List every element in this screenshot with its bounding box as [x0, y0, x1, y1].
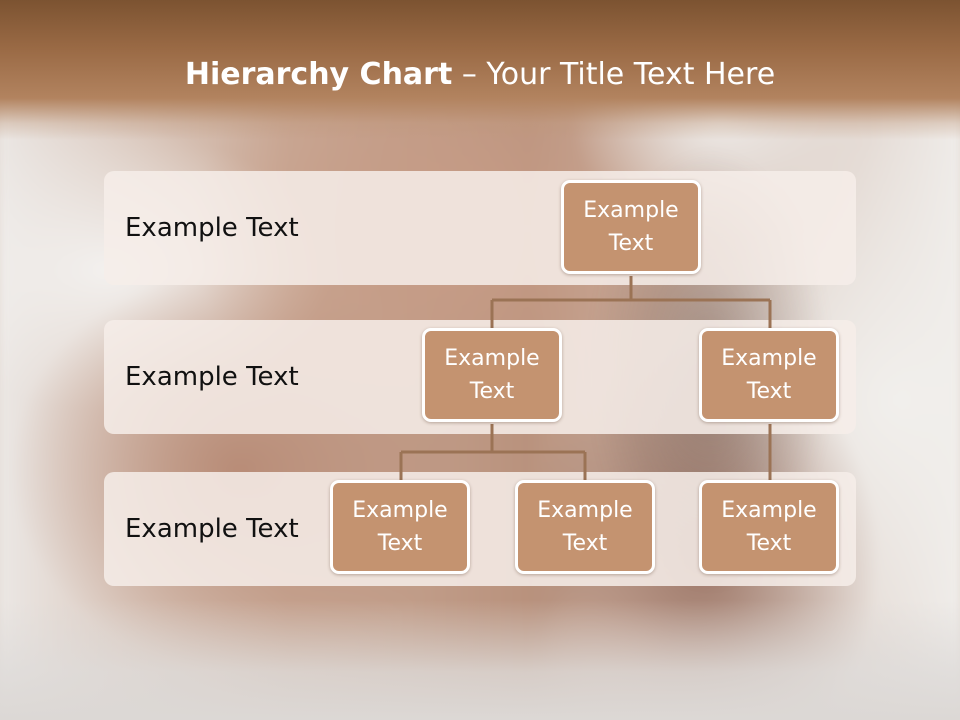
node-root[interactable]: Example Text [561, 180, 701, 274]
title-rest-part: – Your Title Text Here [452, 57, 776, 92]
level-label-3[interactable]: Example Text [125, 514, 299, 544]
level-label-2[interactable]: Example Text [125, 362, 299, 392]
node-level3-middle-text: Example Text [537, 498, 633, 556]
node-level3-middle[interactable]: Example Text [515, 480, 655, 574]
title-bold-part: Hierarchy Chart [184, 57, 453, 92]
level-label-1[interactable]: Example Text [125, 213, 299, 243]
title-band [0, 0, 960, 140]
node-level3-right-text: Example Text [721, 498, 817, 556]
node-root-text: Example Text [583, 198, 679, 256]
background-towel [0, 600, 960, 720]
node-level2-left[interactable]: Example Text [422, 328, 562, 422]
node-level3-right[interactable]: Example Text [699, 480, 839, 574]
node-level2-left-text: Example Text [444, 346, 540, 404]
node-level3-left[interactable]: Example Text [330, 480, 470, 574]
node-level2-right[interactable]: Example Text [699, 328, 839, 422]
slide-title[interactable]: Hierarchy Chart – Your Title Text Here [0, 52, 960, 98]
node-level2-right-text: Example Text [721, 346, 817, 404]
node-level3-left-text: Example Text [352, 498, 448, 556]
level-band-1: Example Text [104, 171, 856, 285]
